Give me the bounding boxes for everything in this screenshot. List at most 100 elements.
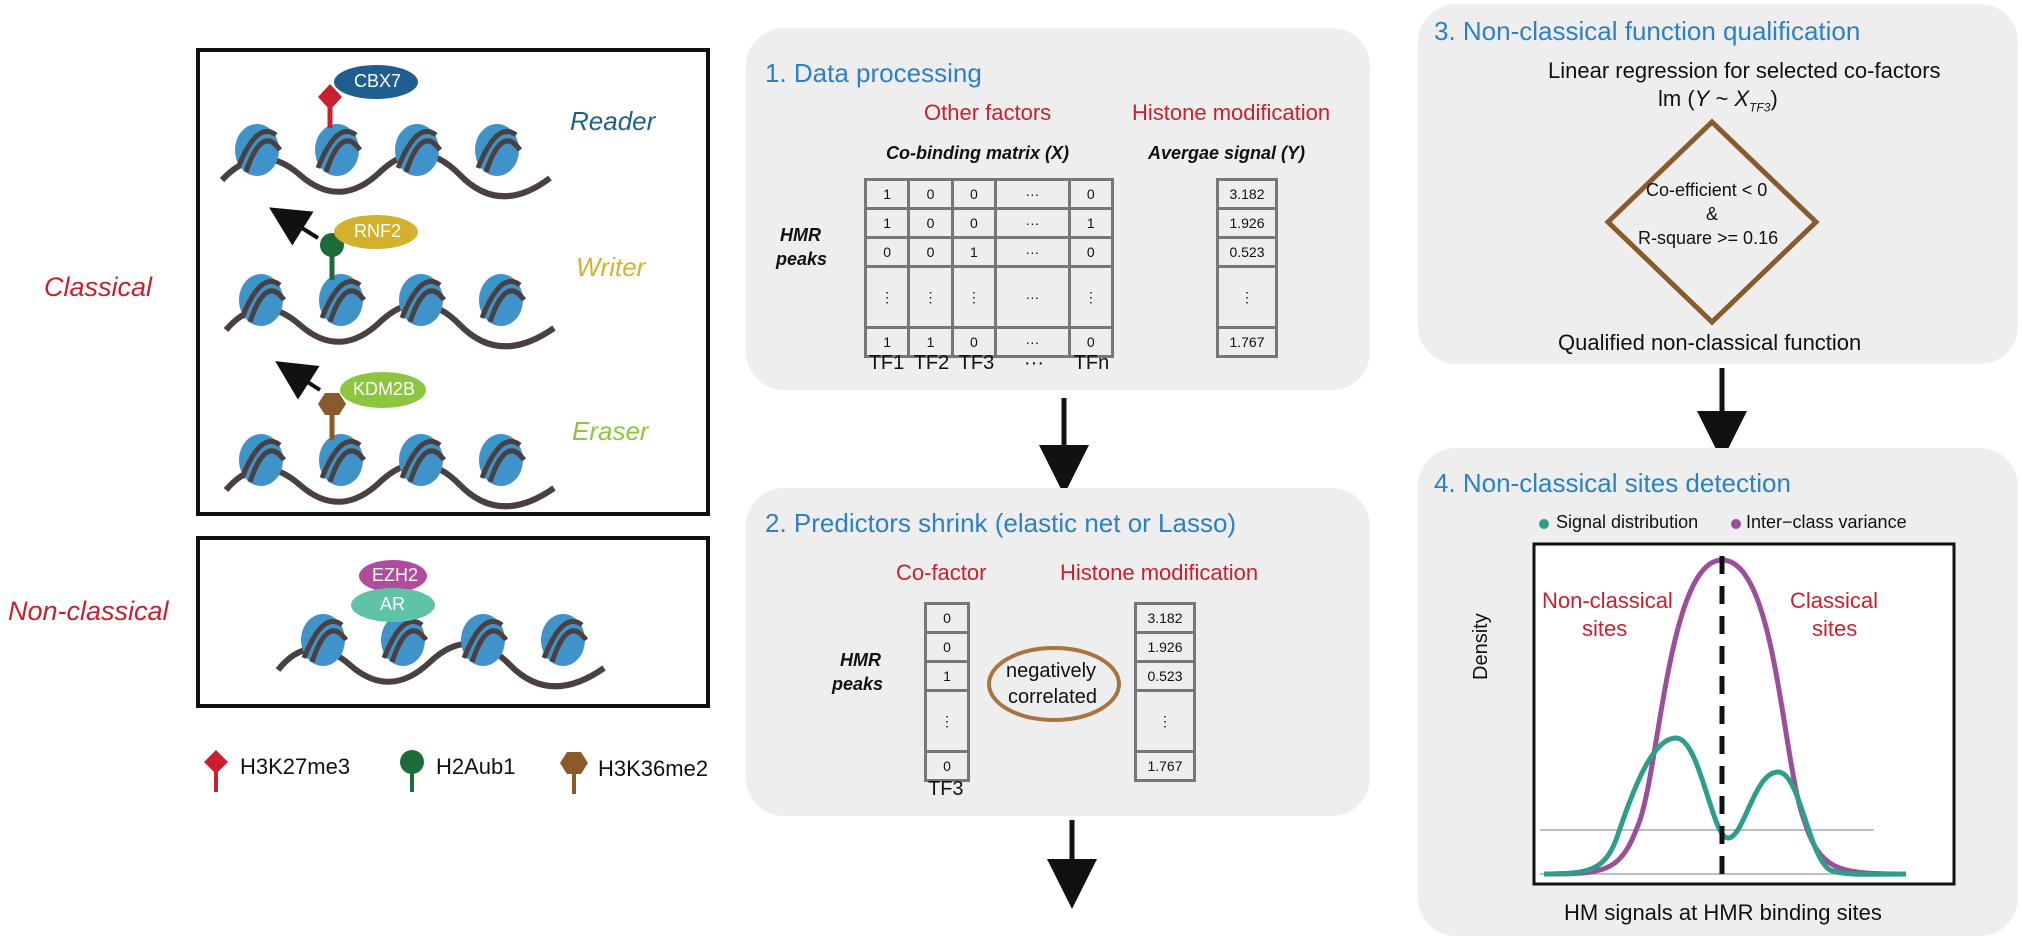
reader-nucleosomes: [219, 124, 552, 200]
legend-h3k36me2: H3K36me2: [598, 756, 709, 781]
variance-legend-label: Inter−class variance: [1746, 512, 1907, 532]
classical-box: [196, 48, 710, 516]
writer-label: Writer: [576, 252, 646, 282]
matrix-cell: 0: [1067, 178, 1115, 210]
matrix-cell: ···: [994, 178, 1071, 210]
correlation-line2: correlated: [1008, 686, 1097, 708]
step4-title: 4. Non-classical sites detection: [1434, 468, 1791, 498]
matrix-cell: ···: [994, 265, 1071, 329]
non-classical-label: Non-classical: [8, 596, 169, 626]
classical-sites-label-2: sites: [1812, 616, 1858, 641]
column-row: 1.926: [1134, 631, 1196, 663]
matrix-cell: 0: [907, 207, 954, 239]
eraser-arrow: [275, 361, 322, 400]
formula: lm (Y ~ XTF3): [1658, 86, 1778, 115]
matrix-cell: 0: [1067, 236, 1115, 268]
non-classical-sites-label-1: Non-classical: [1542, 588, 1673, 613]
density-x-label: HM signals at HMR binding sites: [1564, 900, 1882, 925]
column-cell: 3.182: [1134, 602, 1196, 634]
legend-h2aub1: H2Aub1: [436, 754, 516, 779]
matrix-cell: ···: [994, 326, 1071, 358]
step1-title: 1. Data processing: [765, 58, 982, 88]
matrix-cell: ⋮: [950, 265, 998, 329]
nonclassical-nucleosomes: [275, 614, 606, 690]
column-row: 0.523: [1134, 660, 1196, 692]
h3k27me3-diamond-icon: [318, 84, 342, 110]
matrix-cell: 1: [863, 178, 911, 210]
matrix-row: ⋮⋮⋮···⋮: [863, 265, 1115, 329]
cofactor-header: Co-factor: [896, 560, 987, 585]
h3k36me2-hexagon-icon: [318, 393, 346, 415]
correlation-line1: negatively: [1006, 660, 1097, 682]
criteria-2: R-square >= 0.16: [1638, 228, 1779, 248]
tf-column-label: ···: [1024, 352, 1044, 374]
step2-title: 2. Predictors shrink (elastic net or Las…: [765, 508, 1237, 538]
hmr-label-2: HMR: [840, 650, 881, 670]
ar-ellipse: [351, 588, 435, 622]
ar-label: AR: [380, 594, 406, 614]
step4-panel: [1418, 448, 2018, 936]
tf-column-label: TFn: [1073, 352, 1110, 374]
column-cell: 1.767: [1216, 326, 1278, 358]
column-row: 0: [924, 631, 970, 663]
matrix-cell: ···: [994, 207, 1071, 239]
eraser-label: Eraser: [572, 416, 649, 446]
tf-column-label: TF2: [913, 352, 950, 374]
eraser-nucleosomes: [223, 434, 556, 510]
column-cell: 3.182: [1216, 178, 1278, 210]
regression-line: Linear regression for selected co-factor…: [1548, 58, 1941, 83]
qualified-result: Qualified non-classical function: [1558, 330, 1862, 355]
classical-label: Classical: [44, 272, 153, 302]
legend-h3k27me3: H3K27me3: [240, 754, 351, 779]
peaks-label-1: peaks: [776, 249, 828, 269]
matrix-cell: 1: [1067, 207, 1115, 239]
peaks-label-2: peaks: [832, 674, 884, 694]
rnf2-ellipse: [334, 215, 418, 249]
co-binding-matrix-title: Co-binding matrix (X): [886, 143, 1069, 163]
writer-arrow: [269, 207, 320, 246]
average-signal-title: Avergae signal (Y): [1148, 143, 1306, 163]
column-cell: 0.523: [1216, 236, 1278, 268]
column-cell: 1.926: [1134, 631, 1196, 663]
column-row: ⋮: [924, 689, 970, 753]
matrix-cell: ⋮: [1067, 265, 1115, 329]
column-row: 1: [924, 660, 970, 692]
matrix-cell: ⋮: [907, 265, 954, 329]
writer-nucleosomes: [223, 274, 556, 350]
non-classical-box: [196, 536, 710, 708]
legend-circle-icon: [400, 750, 424, 774]
step3-title: 3. Non-classical function qualification: [1434, 16, 1861, 46]
column-cell: 0: [924, 631, 970, 663]
column-cell: 0.523: [1134, 660, 1196, 692]
column-row: ⋮: [1134, 689, 1196, 753]
matrix-cell: 0: [1067, 326, 1115, 358]
non-classical-sites-label-2: sites: [1582, 616, 1628, 641]
column-cell: 0: [924, 750, 970, 782]
legend-hexagon-icon: [560, 752, 588, 774]
histone-mod-header-1: Histone modification: [1132, 100, 1331, 125]
matrix-cell: 0: [907, 178, 954, 210]
criteria-and: &: [1706, 204, 1719, 224]
column-cell: ⋮: [1216, 265, 1278, 329]
column-cell: 0: [924, 602, 970, 634]
matrix-cell: 0: [950, 326, 998, 358]
matrix-cell: 1: [950, 236, 998, 268]
column-cell: 1: [924, 660, 970, 692]
rnf2-label: RNF2: [354, 221, 402, 241]
cbx7-ellipse: [334, 65, 418, 99]
column-row: 1.767: [1134, 750, 1196, 782]
other-factors-header: Other factors: [924, 100, 1052, 125]
classical-sites-label-1: Classical: [1790, 588, 1879, 613]
matrix-cell: 1: [863, 207, 911, 239]
column-row: ⋮: [1216, 265, 1278, 329]
column-row: 3.182: [1216, 178, 1278, 210]
column-cell: 1.926: [1216, 207, 1278, 239]
column-row: 0: [924, 602, 970, 634]
column-row: 3.182: [1134, 602, 1196, 634]
